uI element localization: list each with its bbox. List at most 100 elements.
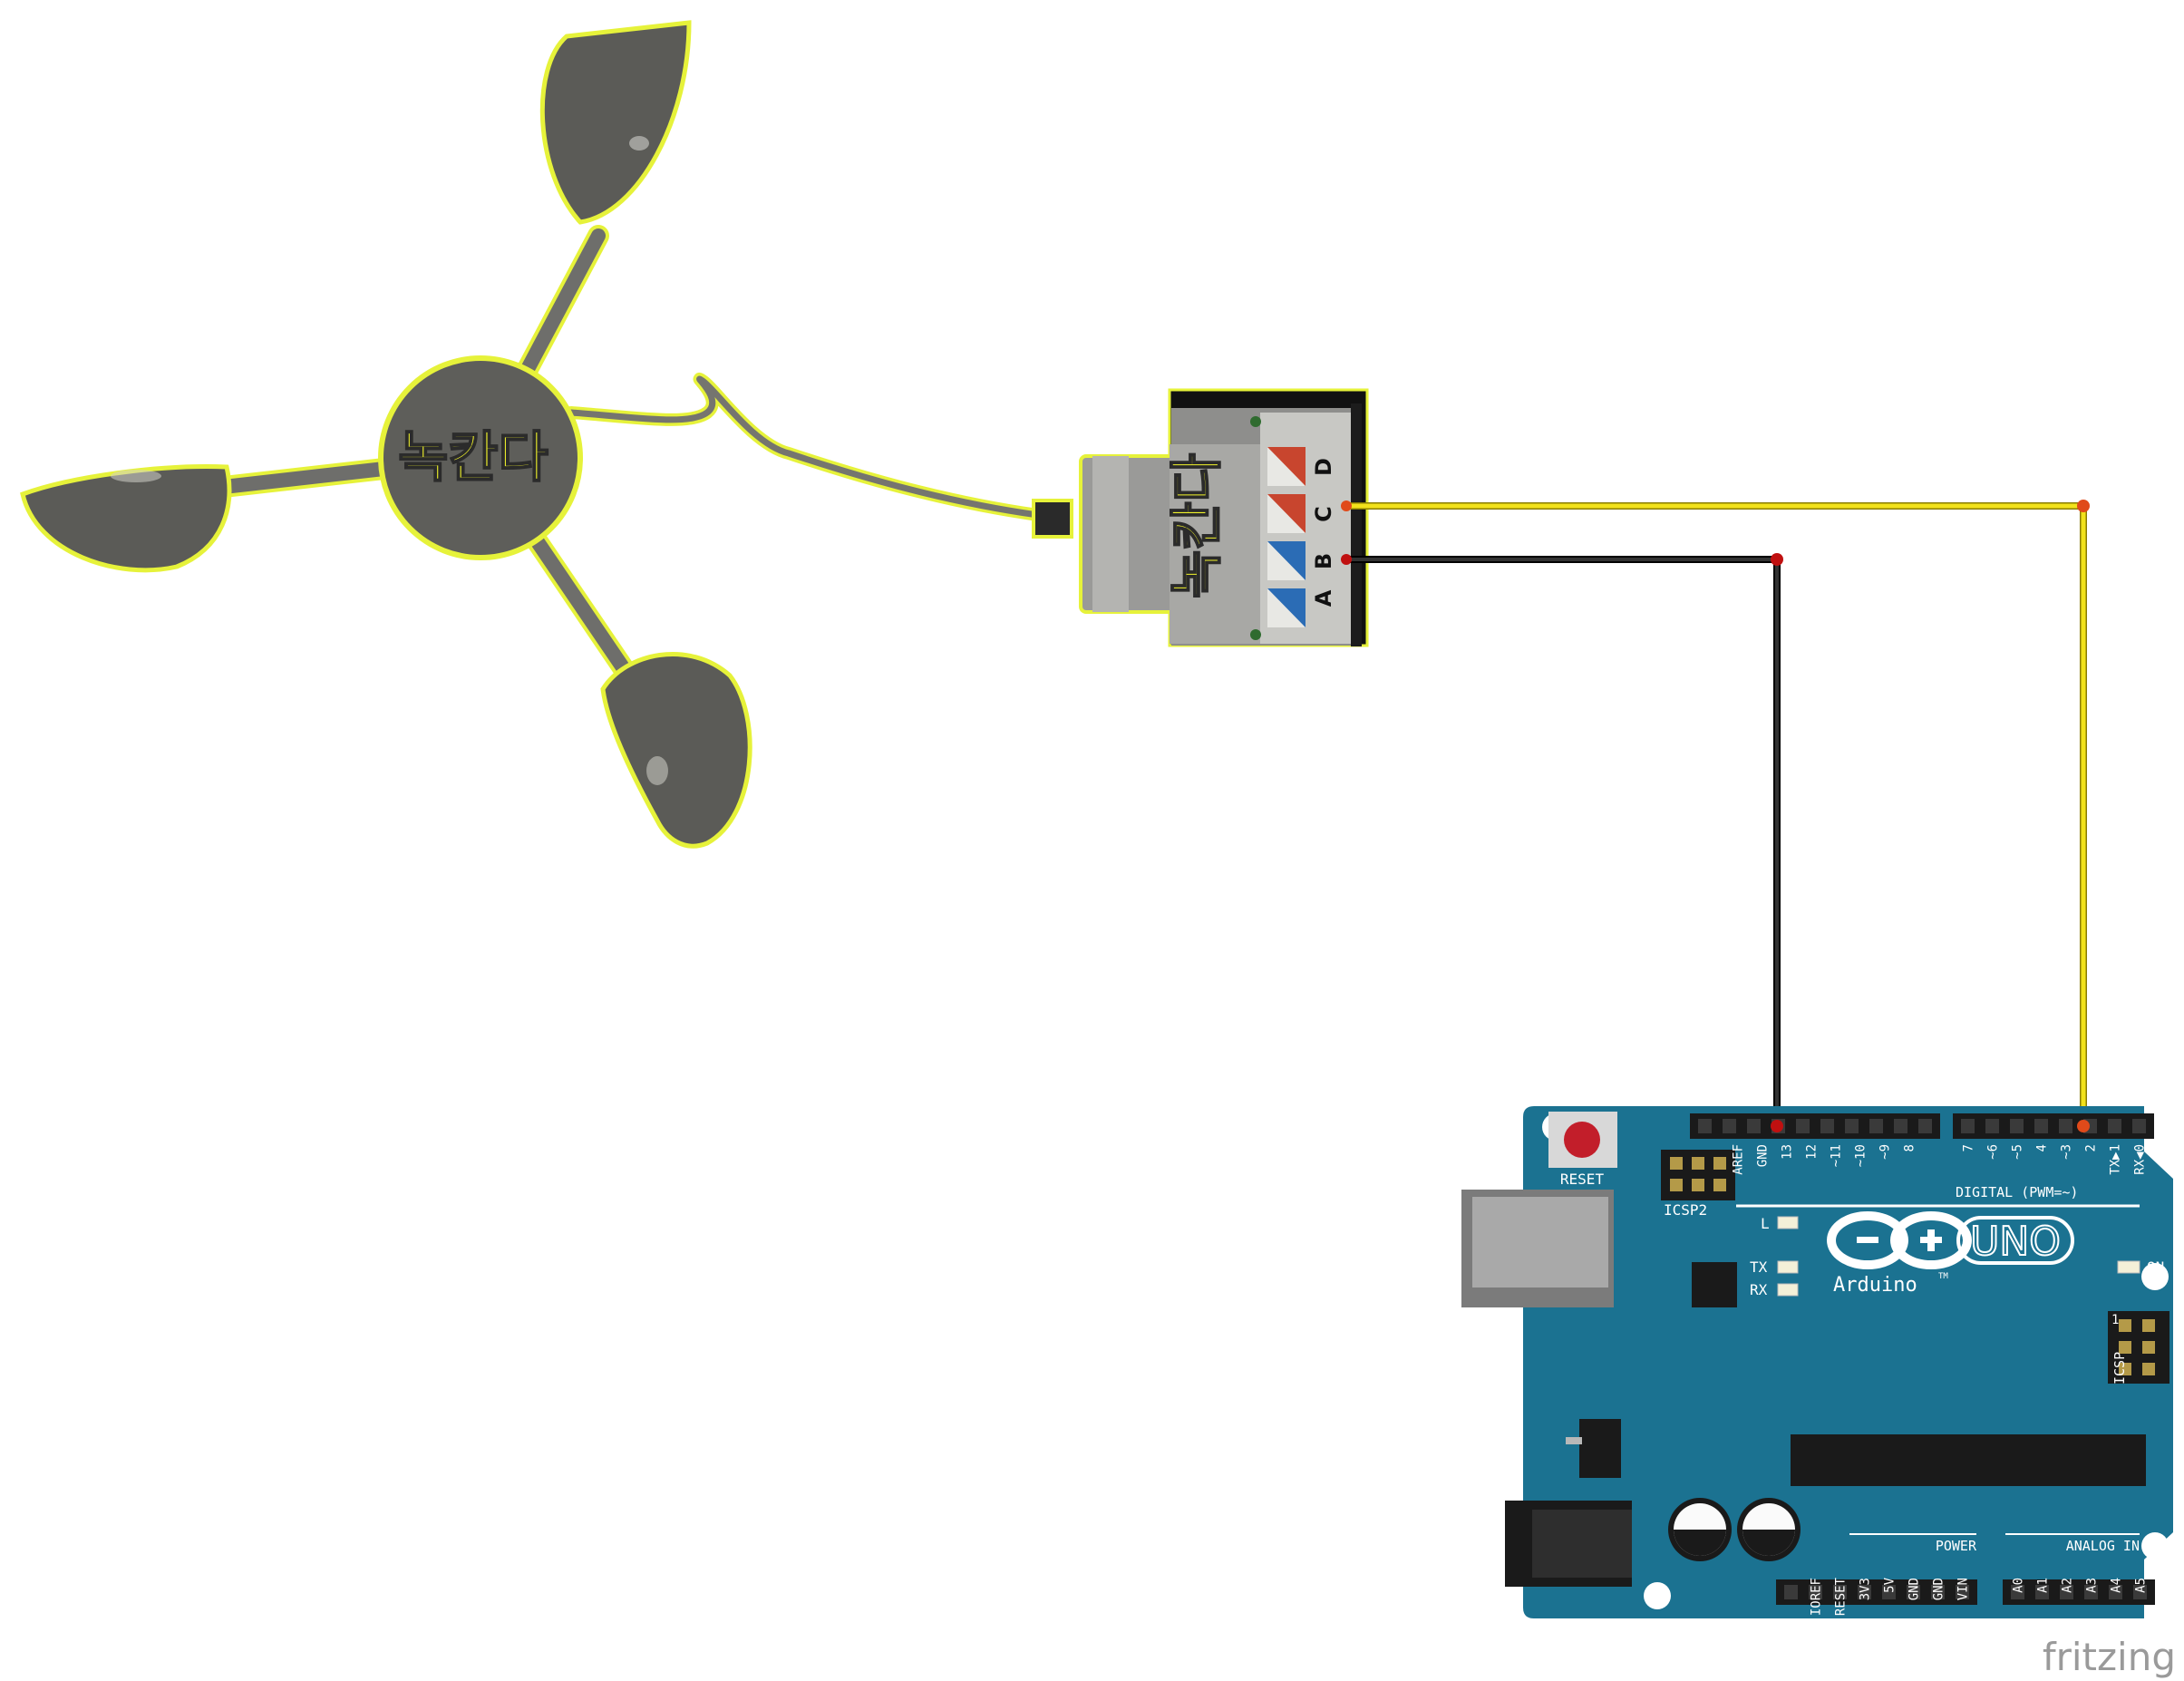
wire-yellow-bend	[2077, 500, 2090, 512]
reset-label: RESET	[1560, 1171, 1605, 1188]
analog-pin[interactable]	[2035, 1585, 2049, 1599]
digital-left-pin[interactable]	[1918, 1119, 1932, 1133]
power-pin[interactable]	[1956, 1585, 1969, 1599]
icsp2-label: ICSP2	[1664, 1201, 1707, 1219]
led-on-label: ON	[2147, 1258, 2164, 1276]
digital-left-pin[interactable]	[1845, 1119, 1859, 1133]
digital-pin-label: 13	[1781, 1144, 1795, 1160]
analog-pin-label: A4	[2110, 1578, 2124, 1593]
led-tx-label: TX	[1750, 1258, 1768, 1276]
digital-right-pin[interactable]	[2034, 1119, 2048, 1133]
arduino-logo-name: Arduino	[1833, 1274, 1917, 1297]
power-pin[interactable]	[1784, 1585, 1798, 1599]
digital-right-pin[interactable]	[2108, 1119, 2121, 1133]
power-pin-label: 3V3	[1859, 1578, 1873, 1600]
digital-left-pin[interactable]	[1698, 1119, 1712, 1133]
power-pin[interactable]	[1809, 1585, 1822, 1599]
rj-plug	[1032, 499, 1073, 539]
terminal-label-a: A	[1311, 589, 1336, 607]
wire-yellow-end-pin2	[2077, 1120, 2090, 1132]
analog-pin[interactable]	[2060, 1585, 2073, 1599]
digital-right-pin[interactable]	[2059, 1119, 2072, 1133]
digital-left-pin[interactable]	[1796, 1119, 1810, 1133]
power-pin-label: RESET	[1834, 1577, 1849, 1616]
power-pin[interactable]	[1931, 1585, 1945, 1599]
anemometer: 녹칸다	[20, 20, 1073, 849]
digital-header-right	[1953, 1113, 2154, 1139]
analog-pin[interactable]	[2084, 1585, 2098, 1599]
analog-pin-label: A1	[2036, 1578, 2051, 1593]
power-pin[interactable]	[1833, 1585, 1847, 1599]
icsp-header	[2108, 1311, 2169, 1384]
digital-right-body	[1953, 1113, 2154, 1139]
arduino-logo-tm: TM	[1938, 1272, 1948, 1281]
wire-black-bend	[1771, 553, 1783, 566]
arduino-logo	[1827, 1211, 1972, 1269]
digital-left-pin[interactable]	[1820, 1119, 1834, 1133]
analog-pin[interactable]	[2109, 1585, 2122, 1599]
icsp-label: ICSP	[2111, 1352, 2128, 1385]
digital-right-pin[interactable]	[2010, 1119, 2024, 1133]
power-pin-label: IOREF	[1810, 1578, 1824, 1616]
fritzing-watermark: fritzing	[2043, 1635, 2176, 1679]
power-pin[interactable]	[1858, 1585, 1871, 1599]
digital-pin-label: ~10	[1854, 1144, 1869, 1167]
digital-pin-label: ~5	[2011, 1144, 2025, 1160]
analog-body	[2003, 1579, 2155, 1605]
voltage-regulator	[1579, 1419, 1621, 1478]
led-rx-label: RX	[1750, 1281, 1768, 1298]
power-body	[1776, 1579, 1977, 1605]
digital-right-pin[interactable]	[1961, 1119, 1975, 1133]
sensor-module: 녹칸다 D C B A	[1079, 388, 1369, 647]
power-pin-label: VIN	[1956, 1578, 1971, 1600]
icsp-pin1-label: 1	[2111, 1313, 2119, 1327]
digital-pin-label: ~9	[1878, 1144, 1893, 1160]
digital-pin-label: RX◀0	[2133, 1144, 2148, 1175]
digital-pin-label: 12	[1805, 1144, 1820, 1160]
analog-pin[interactable]	[2011, 1585, 2024, 1599]
sensor-cable	[565, 373, 1058, 523]
cup-left	[20, 464, 232, 573]
digital-right-pin[interactable]	[1985, 1119, 1999, 1133]
anemometer-hub	[378, 355, 583, 560]
analog-pin-label: A3	[2085, 1578, 2100, 1593]
digital-pin-label: 8	[1903, 1144, 1917, 1151]
power-label: POWER	[1936, 1538, 1977, 1554]
cup-top	[539, 20, 692, 225]
digital-right-pin[interactable]	[2132, 1119, 2146, 1133]
digital-left-pin[interactable]	[1723, 1119, 1736, 1133]
hub-brand-label: 녹칸다	[398, 426, 548, 490]
led-l-label: L	[1761, 1215, 1770, 1232]
digital-left-pin[interactable]	[1894, 1119, 1907, 1133]
analog-pin[interactable]	[2133, 1585, 2147, 1599]
analog-header	[2003, 1579, 2155, 1605]
digital-left-pin[interactable]	[1869, 1119, 1883, 1133]
digital-left-pin[interactable]	[1747, 1119, 1761, 1133]
terminal-label-d: D	[1311, 458, 1336, 476]
terminal-label-c: C	[1311, 506, 1336, 522]
power-pin[interactable]	[1907, 1585, 1920, 1599]
wire-yellow	[1346, 502, 2087, 1126]
analog-pin-label: A2	[2061, 1578, 2075, 1593]
cup-bottom	[600, 652, 752, 849]
module-brand-label: 녹칸다	[1166, 453, 1228, 598]
digital-pin-label: AREF	[1732, 1144, 1746, 1175]
icsp2-header	[1661, 1150, 1735, 1200]
digital-pin-label: 4	[2035, 1144, 2050, 1151]
usb-chip	[1692, 1262, 1737, 1307]
led-on	[2117, 1260, 2140, 1274]
wires	[1341, 500, 2090, 1126]
wire-yellow-end-sensor	[1341, 500, 1352, 511]
power-pin[interactable]	[1882, 1585, 1896, 1599]
power-header	[1776, 1579, 1977, 1605]
board-pcb	[1523, 1106, 2173, 1618]
analog-pin-label: A0	[2012, 1578, 2026, 1593]
wire-black	[1346, 556, 1781, 1126]
digital-pin-label: TX▶1	[2109, 1144, 2123, 1175]
terminal-label-b: B	[1311, 553, 1336, 569]
